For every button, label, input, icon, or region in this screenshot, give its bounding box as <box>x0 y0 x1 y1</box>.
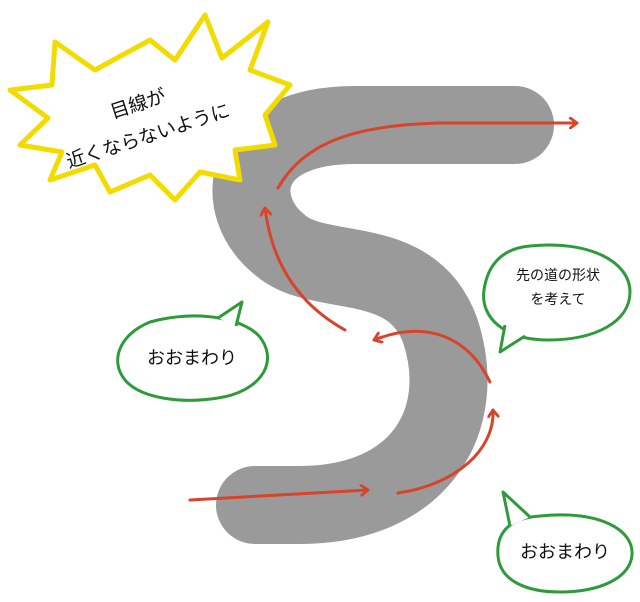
bubble-bottom-text: おおまわり <box>520 542 610 563</box>
arrow-top-exit <box>276 123 579 190</box>
bubble-right-top-tail <box>498 324 526 354</box>
bubble-left-text: おおまわり <box>147 348 237 369</box>
burst-shape <box>7 12 293 203</box>
bubble-bottom-tail <box>501 490 532 527</box>
bubble-right-top: 先の道の形状 を考えて <box>482 243 632 354</box>
bubble-left-tail <box>217 300 244 327</box>
bubble-right-top-shape <box>482 243 632 342</box>
arrow-center-left <box>265 206 347 332</box>
arrow-bottom-curve <box>396 408 493 495</box>
burst-callout: 目線が 近くならないように <box>7 12 293 203</box>
bubble-left: おおまわり <box>116 300 269 402</box>
bubble-right-top-line2: を考えて <box>530 292 585 308</box>
driving-line-arrows <box>188 123 579 502</box>
bubble-bottom-shape <box>496 513 634 594</box>
bubble-bottom: おおまわり <box>496 490 634 594</box>
arrow-right-bend <box>372 329 492 384</box>
bubble-right-top-line1: 先の道の形状 <box>516 268 600 284</box>
arrow-entry <box>188 490 370 502</box>
s-road <box>212 86 554 544</box>
